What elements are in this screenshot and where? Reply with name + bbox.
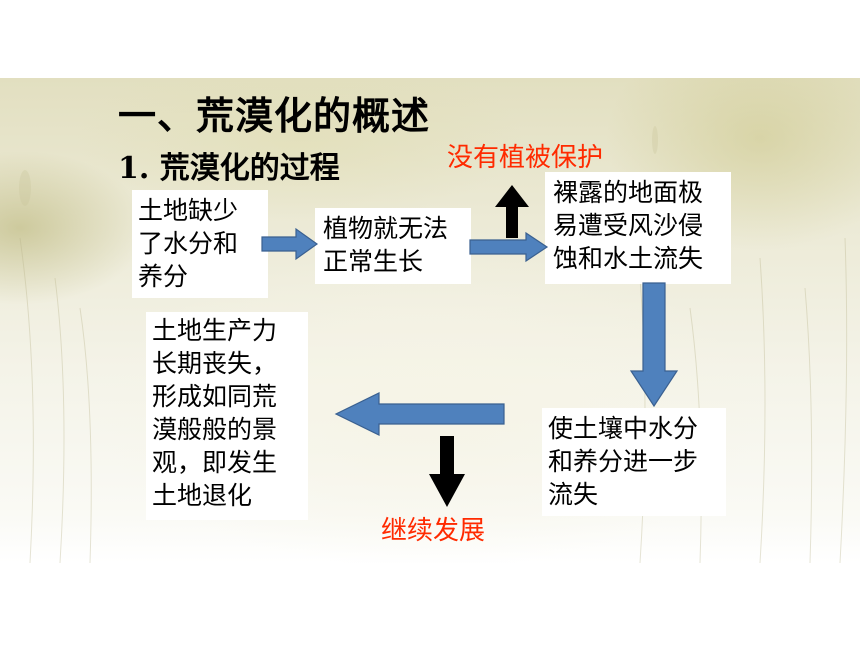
node-text-line: 土地生产力 [152, 316, 278, 345]
node-text-line: 土地缺少 [138, 196, 239, 225]
node-text-line: 使土壤中水分 [548, 414, 699, 443]
node-text-line: 漠般般的景 [152, 415, 278, 444]
node-text-line: 形成如同荒 [152, 382, 278, 411]
arrow-right-shape [261, 227, 319, 261]
background-grass-texture [19, 126, 848, 563]
node-text-line: 观，即发生 [152, 448, 278, 477]
arrow-up-shape [495, 185, 529, 238]
node-land-degradation: 土地生产力 长期丧失， 形成如同荒 漠般般的景 观，即发生 土地退化 [146, 312, 308, 520]
arrow-down-black [429, 436, 465, 507]
node-text-line: 流失 [548, 480, 599, 509]
node-text-line: 蚀和水土流失 [553, 244, 704, 273]
arrow-left-shape [334, 392, 505, 436]
arrow-down-shape [629, 282, 679, 408]
node-text-line: 和养分进一步 [548, 447, 699, 476]
node-lack-water-nutrients: 土地缺少 了水分和 养分 [132, 190, 268, 298]
arrow-right-shape [469, 231, 549, 263]
node-plants-cannot-grow: 植物就无法 正常生长 [315, 208, 471, 284]
arrow-node2-to-node3 [469, 231, 549, 263]
node-text-line: 了水分和 [138, 229, 239, 258]
node-text-line: 植物就无法 [323, 214, 449, 243]
node-text-line: 易遭受风沙侵 [553, 211, 704, 240]
node-text-line: 养分 [138, 262, 189, 291]
node-further-loss: 使土壤中水分 和养分进一步 流失 [542, 408, 726, 516]
page-title: 一、荒漠化的概述 [118, 93, 431, 138]
node-bare-ground-erosion: 裸露的地面极 易遭受风沙侵 蚀和水土流失 [545, 172, 731, 284]
annotation-no-vegetation: 没有植被保护 [447, 143, 604, 173]
node-text-line: 长期丧失， [152, 349, 278, 378]
arrow-up-black [495, 185, 529, 238]
node-text-line: 裸露的地面极 [553, 178, 704, 207]
arrow-node4-to-node5 [334, 392, 505, 436]
arrow-node1-to-node2 [261, 227, 319, 261]
section-subtitle: 1. 荒漠化的过程 [118, 151, 340, 186]
node-text-line: 土地退化 [152, 481, 253, 510]
node-text-line: 正常生长 [323, 247, 424, 276]
annotation-continue-developing: 继续发展 [381, 516, 486, 546]
arrow-node3-to-node4 [629, 282, 679, 408]
arrow-down-shape [429, 436, 465, 507]
